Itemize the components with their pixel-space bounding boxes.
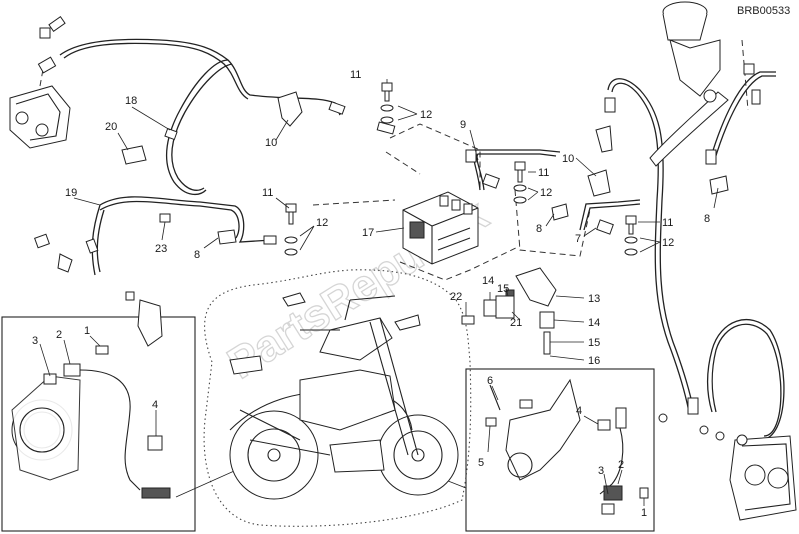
bolt-set-11-12-right2 [624, 215, 638, 256]
bolt-set-11-12-mid [284, 203, 298, 256]
bolt-set-11-12-right1 [513, 161, 527, 204]
callout-12-a: 12 [420, 109, 432, 121]
callout-10-b: 10 [562, 153, 574, 165]
callout-12-b: 12 [316, 217, 328, 229]
callout-11-c: 11 [538, 167, 549, 179]
callout-8-b: 8 [536, 223, 542, 235]
callout-2-rear: 2 [618, 459, 624, 471]
detail-box-front-sensor [1, 316, 196, 532]
callout-9: 9 [460, 119, 466, 131]
brake-hose-front-right [607, 78, 695, 413]
callout-20: 20 [105, 121, 117, 133]
rear-wheel-sensor-detail [485, 378, 649, 515]
callout-3-front: 3 [32, 335, 38, 347]
callout-11-d: 11 [662, 217, 673, 229]
bracket-20 [121, 145, 147, 165]
callout-10-a: 10 [265, 137, 277, 149]
callout-19: 19 [65, 187, 77, 199]
callout-6-rear: 6 [487, 375, 493, 387]
front-caliper-left [9, 63, 71, 149]
abs-unit [402, 191, 479, 265]
dashed-lead-left [312, 151, 421, 206]
fitting-23 [159, 213, 171, 223]
callout-labels: 11 12 10 18 20 19 11 12 8 23 17 9 11 12 … [32, 69, 710, 519]
brake-hose-master [709, 71, 776, 161]
callout-4-rear: 4 [576, 405, 582, 417]
callout-23: 23 [155, 243, 167, 255]
callout-21: 21 [510, 317, 522, 329]
callout-12-c: 12 [540, 187, 552, 199]
callout-14-a: 14 [482, 275, 494, 287]
banjo-fitting-left [34, 233, 163, 347]
callout-11-a: 11 [350, 69, 361, 81]
callout-14-b: 14 [588, 317, 600, 329]
callout-15-a: 15 [497, 283, 509, 295]
bracket-8-left [217, 229, 237, 245]
leader-lines [39, 79, 719, 506]
dashed-lead-right [514, 189, 591, 257]
callout-15-b: 15 [588, 337, 600, 349]
callout-4-front: 4 [152, 399, 158, 411]
brake-hose-18-loop [166, 59, 229, 195]
callout-5-rear: 5 [478, 457, 484, 469]
callout-8-a: 8 [194, 249, 200, 261]
abs-dashed-frame [389, 123, 521, 281]
callout-1-front: 1 [84, 325, 90, 337]
callout-13: 13 [588, 293, 600, 305]
callout-18: 18 [125, 95, 137, 107]
bracket-10-left [277, 91, 303, 127]
brake-hose-7 [579, 199, 641, 231]
brake-hose-caliper-loop [706, 319, 785, 441]
callout-11-b: 11 [262, 187, 273, 199]
bolt-set-11-12-upper [376, 82, 396, 135]
motorcycle-illustration [229, 292, 459, 500]
callout-1-rear: 1 [641, 507, 647, 519]
bracket-8-mid [551, 203, 569, 221]
callout-12-d: 12 [662, 237, 674, 249]
detail-box-rear-sensor [465, 368, 655, 532]
master-cylinder [649, 1, 761, 167]
callout-2-front: 2 [56, 329, 62, 341]
diagram-code: BRB00533 [737, 5, 790, 17]
callout-3-rear: 3 [598, 465, 604, 477]
bleed-screw-top [37, 16, 66, 74]
bracket-8-right [709, 175, 729, 195]
brake-hose-19 [99, 196, 273, 243]
callout-7: 7 [575, 233, 581, 245]
callout-8-c: 8 [704, 213, 710, 225]
bracket-10-right [587, 125, 613, 197]
callout-16: 16 [588, 355, 600, 367]
abs-mount-parts [461, 267, 557, 355]
rear-caliper [658, 413, 797, 521]
front-wheel-sensor-detail [11, 345, 171, 499]
callout-22: 22 [450, 291, 462, 303]
callout-17: 17 [362, 227, 374, 239]
